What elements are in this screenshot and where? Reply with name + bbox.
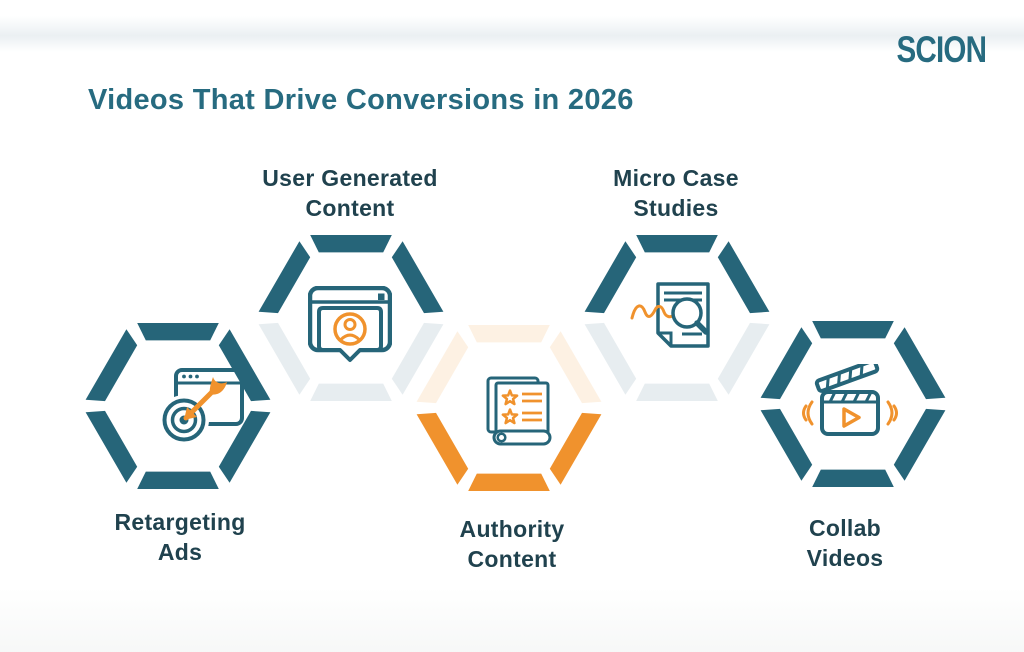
hexagon-segment: [468, 473, 550, 491]
hexagon-segment: [812, 321, 894, 339]
label-collab-videos: Collab Videos: [695, 513, 995, 573]
hexagon-segment: [85, 329, 138, 402]
hexagon-segment: [636, 235, 718, 253]
brand-logo: SCION: [896, 29, 987, 70]
label-line: Content: [305, 195, 395, 221]
hexagon-segment: [218, 410, 271, 483]
hexagon-user-generated-content: [258, 235, 444, 401]
label-line: Micro Case: [613, 165, 739, 191]
authority-content-icon: [486, 376, 552, 446]
hexagon-segment: [760, 408, 813, 481]
label-micro-case-studies: Micro Case Studies: [526, 163, 826, 223]
hexagon-micro-case-studies: [584, 235, 770, 401]
hexagon-segment: [137, 471, 219, 489]
hexagon-segment: [584, 322, 637, 395]
hexagon-segment: [391, 241, 444, 314]
hexagon-segment: [258, 241, 311, 314]
hexagon-segment: [760, 327, 813, 400]
hexagon-segment: [893, 408, 946, 481]
label-line: User Generated: [262, 165, 438, 191]
bottom-gradient-band: [0, 588, 1024, 652]
hexagon-segment: [636, 383, 718, 401]
hexagon-segment: [258, 322, 311, 395]
micro-case-studies-icon: [630, 282, 710, 348]
hexagon-segment: [310, 235, 392, 253]
hexagon-collab-videos: [760, 321, 946, 487]
label-line: Collab: [808, 515, 882, 541]
hexagon-segment: [812, 469, 894, 487]
hexagon-segment: [218, 329, 271, 402]
label-line: Videos: [806, 545, 884, 571]
label-line: Authority: [459, 516, 565, 542]
hexagon-retargeting-ads: [85, 323, 271, 489]
hexagon-segment: [549, 412, 602, 485]
hexagon-segment: [416, 331, 469, 404]
hexagon-authority-content: [416, 325, 602, 491]
hexagon-segment: [717, 241, 770, 314]
label-user-generated-content: User Generated Content: [200, 163, 500, 223]
label-authority-content: Authority Content: [362, 514, 662, 574]
user-generated-content-icon: [308, 286, 392, 362]
label-line: Content: [467, 546, 557, 572]
label-line: Retargeting: [114, 509, 246, 535]
hexagon-segment: [584, 241, 637, 314]
hexagon-segment: [310, 383, 392, 401]
hexagon-segment: [85, 410, 138, 483]
page-title: Videos That Drive Conversions in 2026: [88, 84, 634, 116]
label-line: Studies: [633, 195, 719, 221]
hexagon-segment: [893, 327, 946, 400]
label-retargeting-ads: Retargeting Ads: [30, 507, 330, 567]
hexagon-segment: [468, 325, 550, 343]
collab-videos-icon: [802, 364, 898, 436]
label-line: Ads: [157, 539, 203, 565]
hexagon-segment: [137, 323, 219, 341]
top-gradient-band: [0, 16, 1024, 52]
hexagon-segment: [416, 412, 469, 485]
retargeting-ads-icon: [159, 368, 244, 445]
hexagon-segment: [717, 322, 770, 395]
hexagon-segment: [549, 331, 602, 404]
hexagon-segment: [391, 322, 444, 395]
